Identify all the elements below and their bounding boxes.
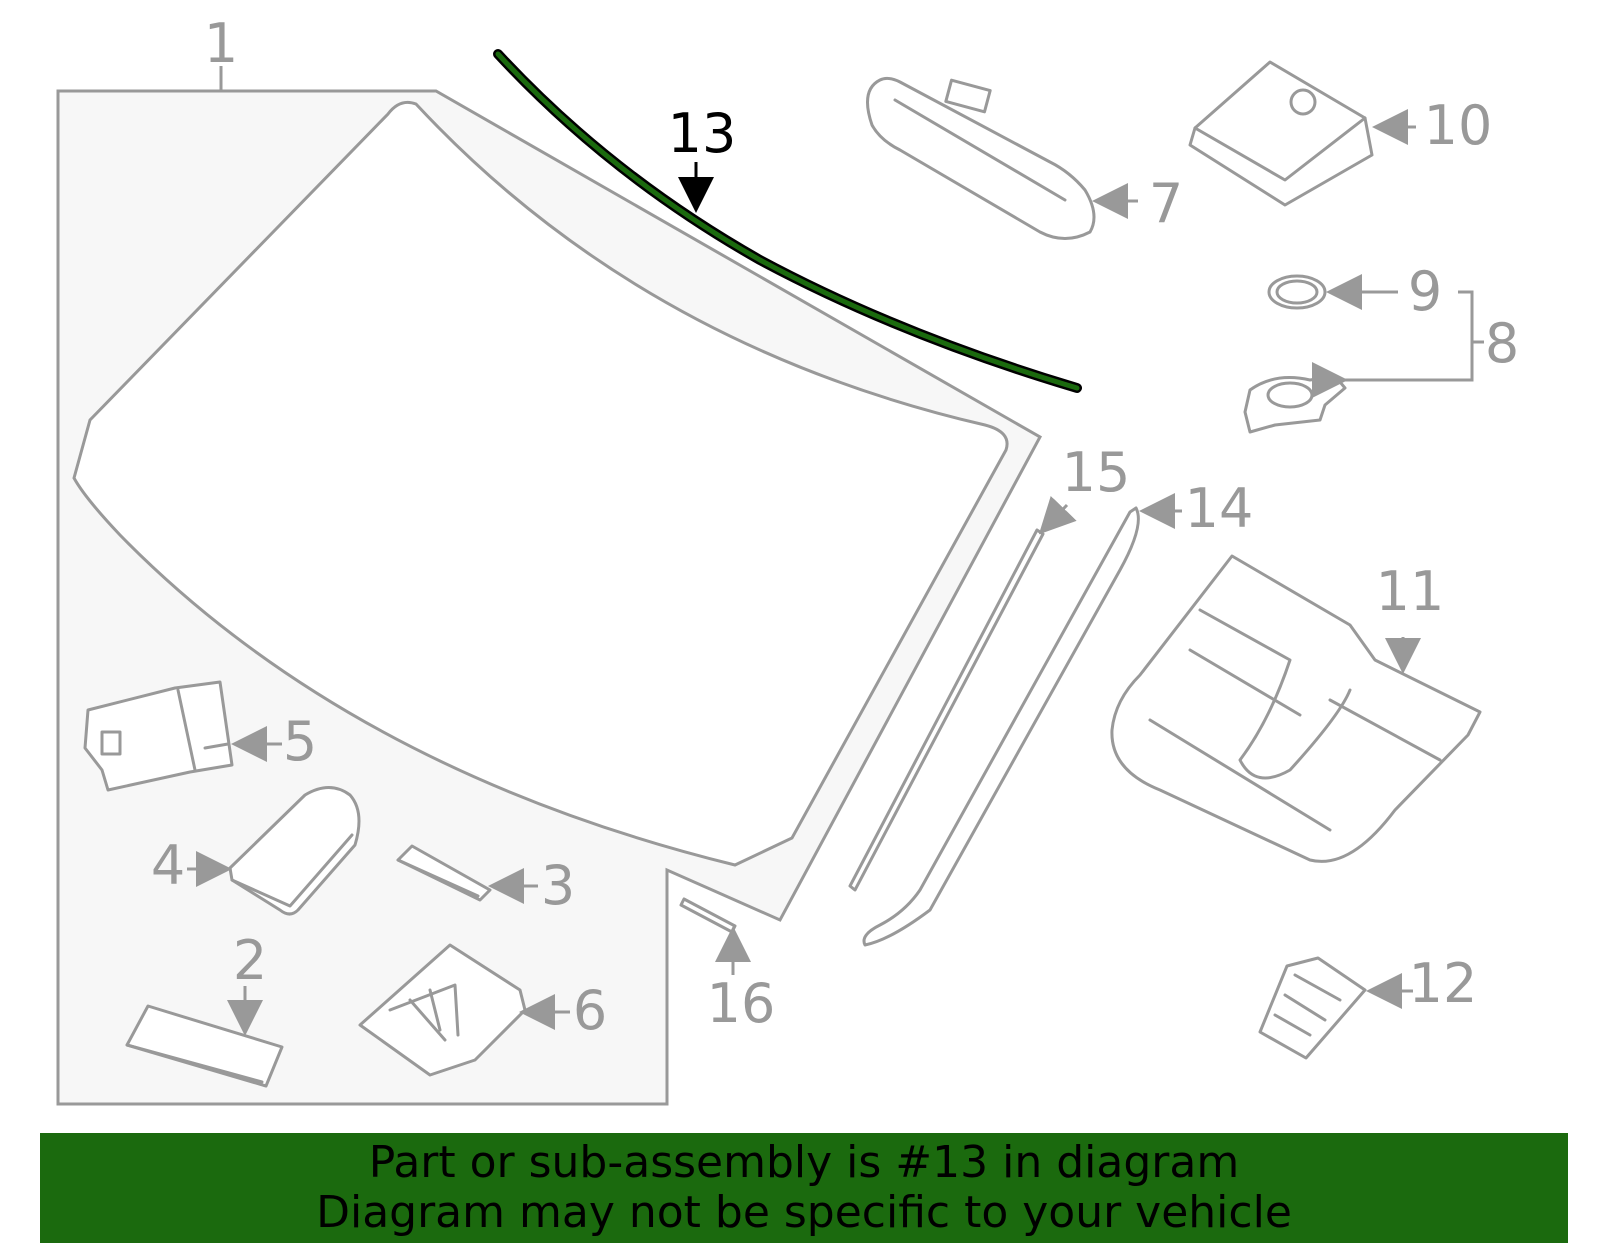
callout-5: 5	[283, 710, 317, 773]
part-1-windshield[interactable]	[56, 66, 1043, 1106]
banner-line-2: Diagram may not be specific to your vehi…	[316, 1187, 1292, 1238]
part-7-rearview-mirror[interactable]	[866, 76, 1139, 240]
callout-6: 6	[573, 979, 607, 1042]
callout-14: 14	[1185, 477, 1254, 540]
callout-4: 4	[151, 834, 185, 897]
callout-1: 1	[204, 12, 238, 75]
part-6-bracket[interactable]	[358, 943, 570, 1077]
part-10-sensor-housing[interactable]	[1188, 60, 1416, 207]
callout-9: 9	[1408, 260, 1442, 323]
callout-11: 11	[1376, 560, 1445, 623]
part-12-clip[interactable]	[1258, 956, 1413, 1060]
callout-8: 8	[1485, 312, 1519, 375]
callout-3: 3	[541, 854, 575, 917]
callout-12: 12	[1409, 952, 1478, 1015]
part-14-side-molding[interactable]	[862, 493, 1182, 947]
part-5-camera-module[interactable]	[83, 680, 282, 792]
part-3-trim-strip[interactable]	[396, 844, 538, 904]
banner-line-1: Part or sub-assembly is #13 in diagram	[368, 1137, 1240, 1188]
part-8-rain-sensor[interactable]	[1243, 290, 1484, 434]
part-9-seal-ring[interactable]	[1267, 274, 1398, 310]
part-4-cover[interactable]	[187, 786, 361, 916]
info-banner: Part or sub-assembly is #13 in diagram D…	[40, 1133, 1568, 1243]
callout-15: 15	[1062, 441, 1131, 504]
callout-13: 13	[668, 102, 737, 165]
callout-10: 10	[1424, 94, 1493, 157]
part-15-seal-strip[interactable]	[848, 495, 1077, 892]
part-11-overhead-console[interactable]	[1110, 554, 1482, 863]
callout-2: 2	[233, 929, 267, 992]
callout-16: 16	[707, 972, 776, 1035]
part-13-windshield-molding[interactable]	[493, 49, 1082, 393]
callout-7: 7	[1149, 172, 1183, 235]
part-16-pin[interactable]	[679, 897, 751, 975]
part-2-pad[interactable]	[125, 986, 284, 1088]
